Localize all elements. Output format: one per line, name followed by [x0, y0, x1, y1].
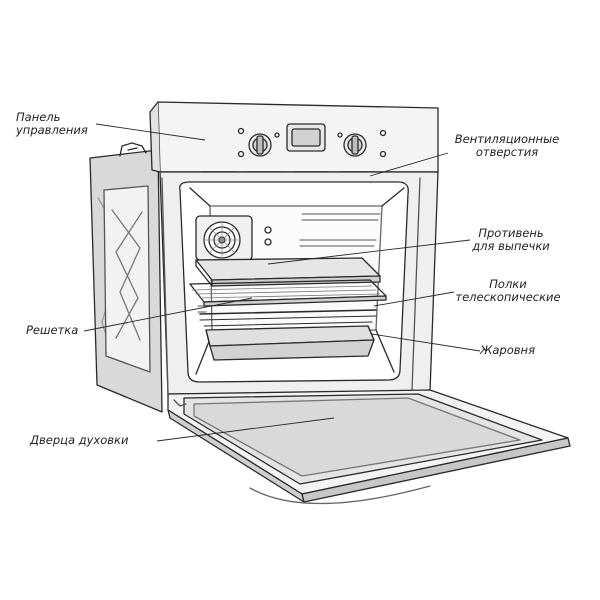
leader-oven-door [156, 417, 335, 442]
telescopic-shelf [199, 309, 377, 327]
grill-rack [189, 279, 387, 307]
label-control-panel-line1: Панель [16, 110, 61, 124]
label-telescopic-shelves-line1: Полки [489, 277, 527, 291]
oven-door [167, 389, 571, 505]
left-knob [248, 133, 272, 157]
label-oven-door: Дверца духовки [30, 433, 129, 447]
label-baking-tray: Противень для выпечки [466, 227, 556, 253]
label-baking-tray-line1: Противень [478, 226, 544, 240]
leader-roasting-pan [371, 333, 481, 352]
label-control-panel-line2: управления [16, 123, 88, 137]
shelf-rails [197, 213, 381, 313]
leader-telescopic-shelves [373, 291, 455, 307]
label-roasting-pan: Жаровня [480, 343, 535, 357]
leader-control-panel [95, 123, 206, 141]
leader-baking-tray [267, 239, 471, 265]
right-knob [343, 133, 367, 157]
label-baking-tray-line2: для выпечки [472, 239, 550, 253]
leader-vents [369, 152, 449, 177]
convection-fan [195, 215, 272, 261]
leader-grill-rack [83, 297, 253, 332]
label-control-panel: Панель управления [16, 111, 88, 137]
label-telescopic-shelves: Полки телескопические [452, 278, 564, 304]
baking-tray [195, 257, 381, 287]
leader-lines [83, 123, 481, 442]
oven-side-housing [89, 142, 163, 413]
label-grill-rack: Решетка [26, 323, 79, 337]
label-vents-line2: отверстия [475, 145, 539, 159]
label-vents-line1: Вентиляционные [454, 132, 560, 146]
roasting-pan [205, 325, 375, 361]
label-telescopic-shelves-line2: телескопические [455, 290, 561, 304]
label-vents: Вентиляционные отверстия [452, 133, 562, 159]
